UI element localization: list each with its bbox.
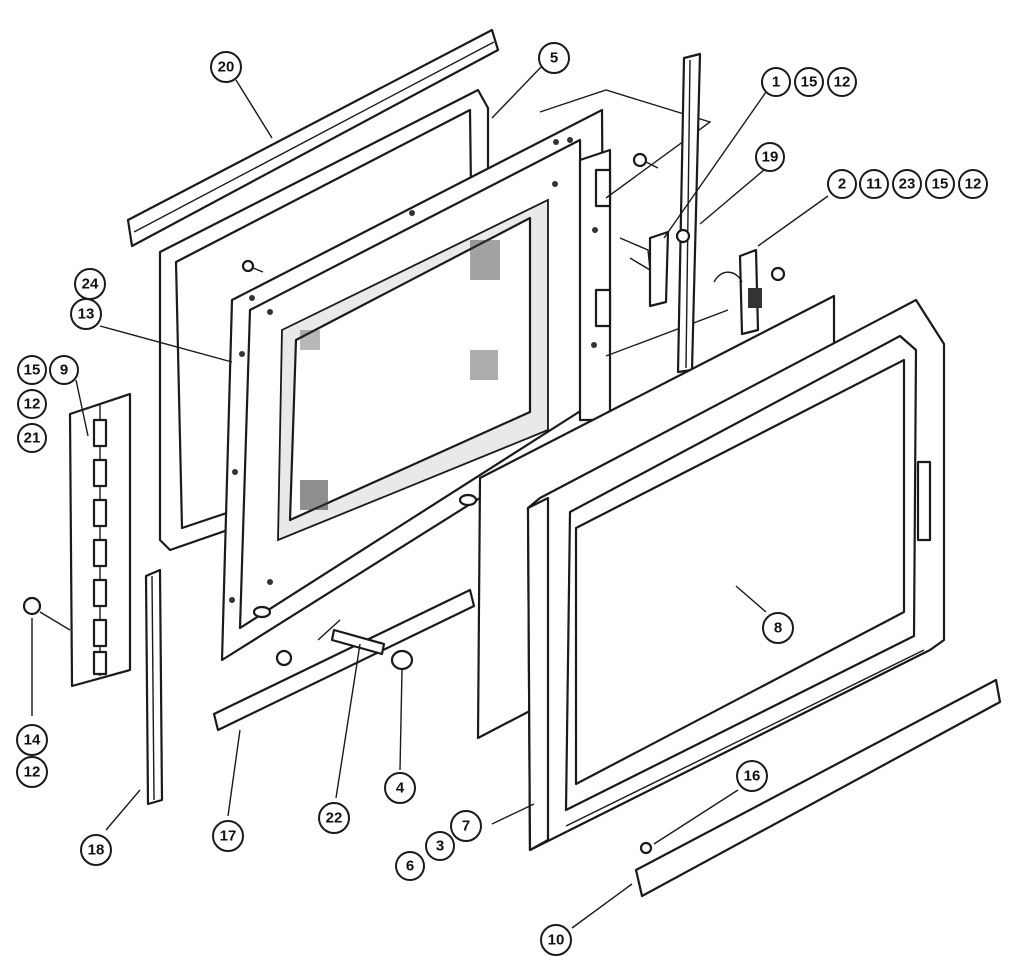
svg-text:17: 17	[220, 828, 237, 845]
callout-10: 10	[540, 924, 572, 956]
leader-lines	[31, 65, 829, 929]
svg-text:5: 5	[550, 50, 558, 67]
inner-door-panel	[220, 108, 612, 662]
svg-text:21: 21	[24, 430, 41, 447]
callout-16: 16	[736, 760, 768, 792]
callout-21: 21	[17, 423, 47, 453]
callout-2: 2	[827, 169, 857, 199]
svg-text:9: 9	[60, 362, 68, 379]
svg-text:6: 6	[406, 858, 414, 875]
callout-1: 1	[761, 67, 791, 97]
callout-6: 6	[395, 851, 425, 881]
callout-18: 18	[80, 834, 112, 866]
hinge-screw	[22, 596, 71, 631]
latch-bracket	[619, 228, 691, 308]
latch-hook	[713, 248, 762, 336]
svg-text:20: 20	[218, 59, 235, 76]
callout-12: 12	[16, 756, 48, 788]
svg-text:4: 4	[396, 780, 405, 797]
svg-text:2: 2	[838, 176, 846, 193]
callout-24: 24	[74, 268, 106, 300]
kick-plate	[634, 678, 1002, 898]
svg-text:22: 22	[326, 810, 343, 827]
svg-text:24: 24	[82, 276, 99, 293]
svg-text:15: 15	[24, 362, 41, 379]
callout-23: 23	[892, 169, 922, 199]
svg-text:15: 15	[801, 74, 818, 91]
callout-15: 15	[794, 67, 824, 97]
top-trim-strip	[126, 28, 500, 248]
callout-11: 11	[859, 169, 889, 199]
svg-text:15: 15	[932, 176, 949, 193]
svg-text:7: 7	[462, 818, 470, 835]
callout-3: 3	[425, 831, 455, 861]
small-screw	[639, 841, 653, 855]
screws-upper	[241, 152, 786, 282]
bumper-plug	[390, 649, 414, 671]
svg-text:1: 1	[772, 74, 780, 91]
door-hinge	[68, 392, 132, 688]
outer-door-frame	[526, 298, 946, 852]
svg-text:18: 18	[88, 842, 105, 859]
side-trim-strip	[144, 568, 164, 806]
latch-pin	[317, 619, 386, 656]
svg-text:19: 19	[762, 149, 779, 166]
svg-text:3: 3	[436, 838, 444, 855]
callout-13: 13	[70, 298, 102, 330]
svg-text:11: 11	[866, 176, 882, 193]
svg-text:14: 14	[24, 732, 41, 749]
bottom-rail	[212, 588, 476, 732]
svg-text:12: 12	[965, 176, 982, 193]
callout-8: 8	[762, 612, 794, 644]
callout-7: 7	[450, 810, 482, 842]
screw-lower	[275, 649, 293, 667]
callout-15: 15	[925, 169, 955, 199]
svg-text:12: 12	[24, 396, 41, 413]
svg-text:13: 13	[78, 306, 95, 323]
callout-4: 4	[384, 772, 416, 804]
callout-12: 12	[958, 169, 988, 199]
callout-19: 19	[755, 142, 785, 172]
callout-14: 14	[16, 724, 48, 756]
svg-text:8: 8	[774, 620, 782, 637]
svg-text:12: 12	[24, 764, 41, 781]
callout-5: 5	[538, 42, 570, 74]
callout-9: 9	[49, 355, 79, 385]
callout-15: 15	[17, 355, 47, 385]
alignment-guide	[539, 89, 729, 357]
svg-text:12: 12	[834, 74, 851, 91]
svg-text:16: 16	[744, 768, 761, 785]
callout-22: 22	[318, 802, 350, 834]
callout-17: 17	[212, 820, 244, 852]
callout-20: 20	[210, 51, 242, 83]
callout-12: 12	[17, 389, 47, 419]
svg-text:23: 23	[899, 176, 916, 193]
svg-text:10: 10	[548, 932, 565, 949]
callout-12: 12	[827, 67, 857, 97]
